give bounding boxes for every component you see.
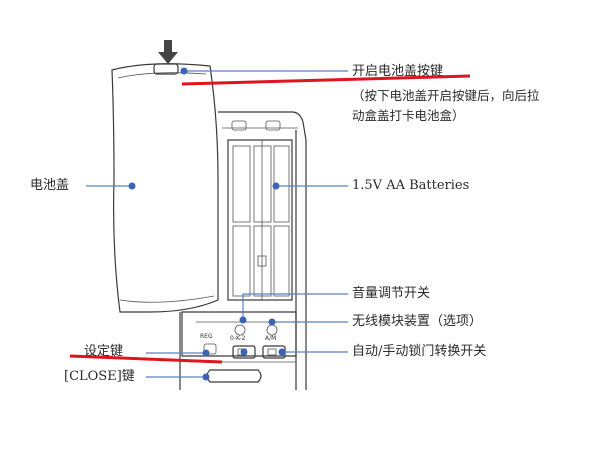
panel-mark-reg: REG <box>200 333 213 340</box>
dot-volume-switch <box>239 316 247 324</box>
leader-volume-switch <box>242 293 348 320</box>
highlight-open-button <box>181 74 471 86</box>
label-auto-manual-switch: 自动/手动锁门转换开关 <box>352 344 487 359</box>
panel-mark-auto-manual: A/M <box>265 335 276 342</box>
dot-battery-cover <box>128 182 136 190</box>
label-volume-switch: 音量调节开关 <box>352 286 431 301</box>
label-open-button-note-2: 动盒盖打卡电池盒） <box>352 108 465 123</box>
highlight-set-key <box>69 354 223 364</box>
label-battery-cover: 电池盖 <box>30 178 70 193</box>
dot-batteries <box>272 182 280 190</box>
label-batteries: 1.5V AA Batteries <box>352 178 470 193</box>
label-wireless-module: 无线模块装置（选项） <box>352 314 483 329</box>
battery-cover-shape <box>111 40 219 313</box>
label-set-key: 设定键 <box>84 344 124 359</box>
dot-auto-manual-2 <box>240 348 248 356</box>
battery-compartment <box>227 139 293 301</box>
dot-set-key <box>202 349 210 357</box>
dot-close-key <box>202 373 210 381</box>
dot-auto-manual <box>278 348 286 356</box>
label-close-key: [CLOSE]键 <box>64 369 135 384</box>
label-open-button: 开启电池盖按键 <box>352 64 444 79</box>
dot-open-button <box>180 67 188 75</box>
panel-mark-volume-scale: 0-K-2 <box>230 335 245 342</box>
label-open-button-note-1: （按下电池盖开启按键后，向后拉 <box>352 88 540 103</box>
dot-wireless-module <box>268 318 276 326</box>
